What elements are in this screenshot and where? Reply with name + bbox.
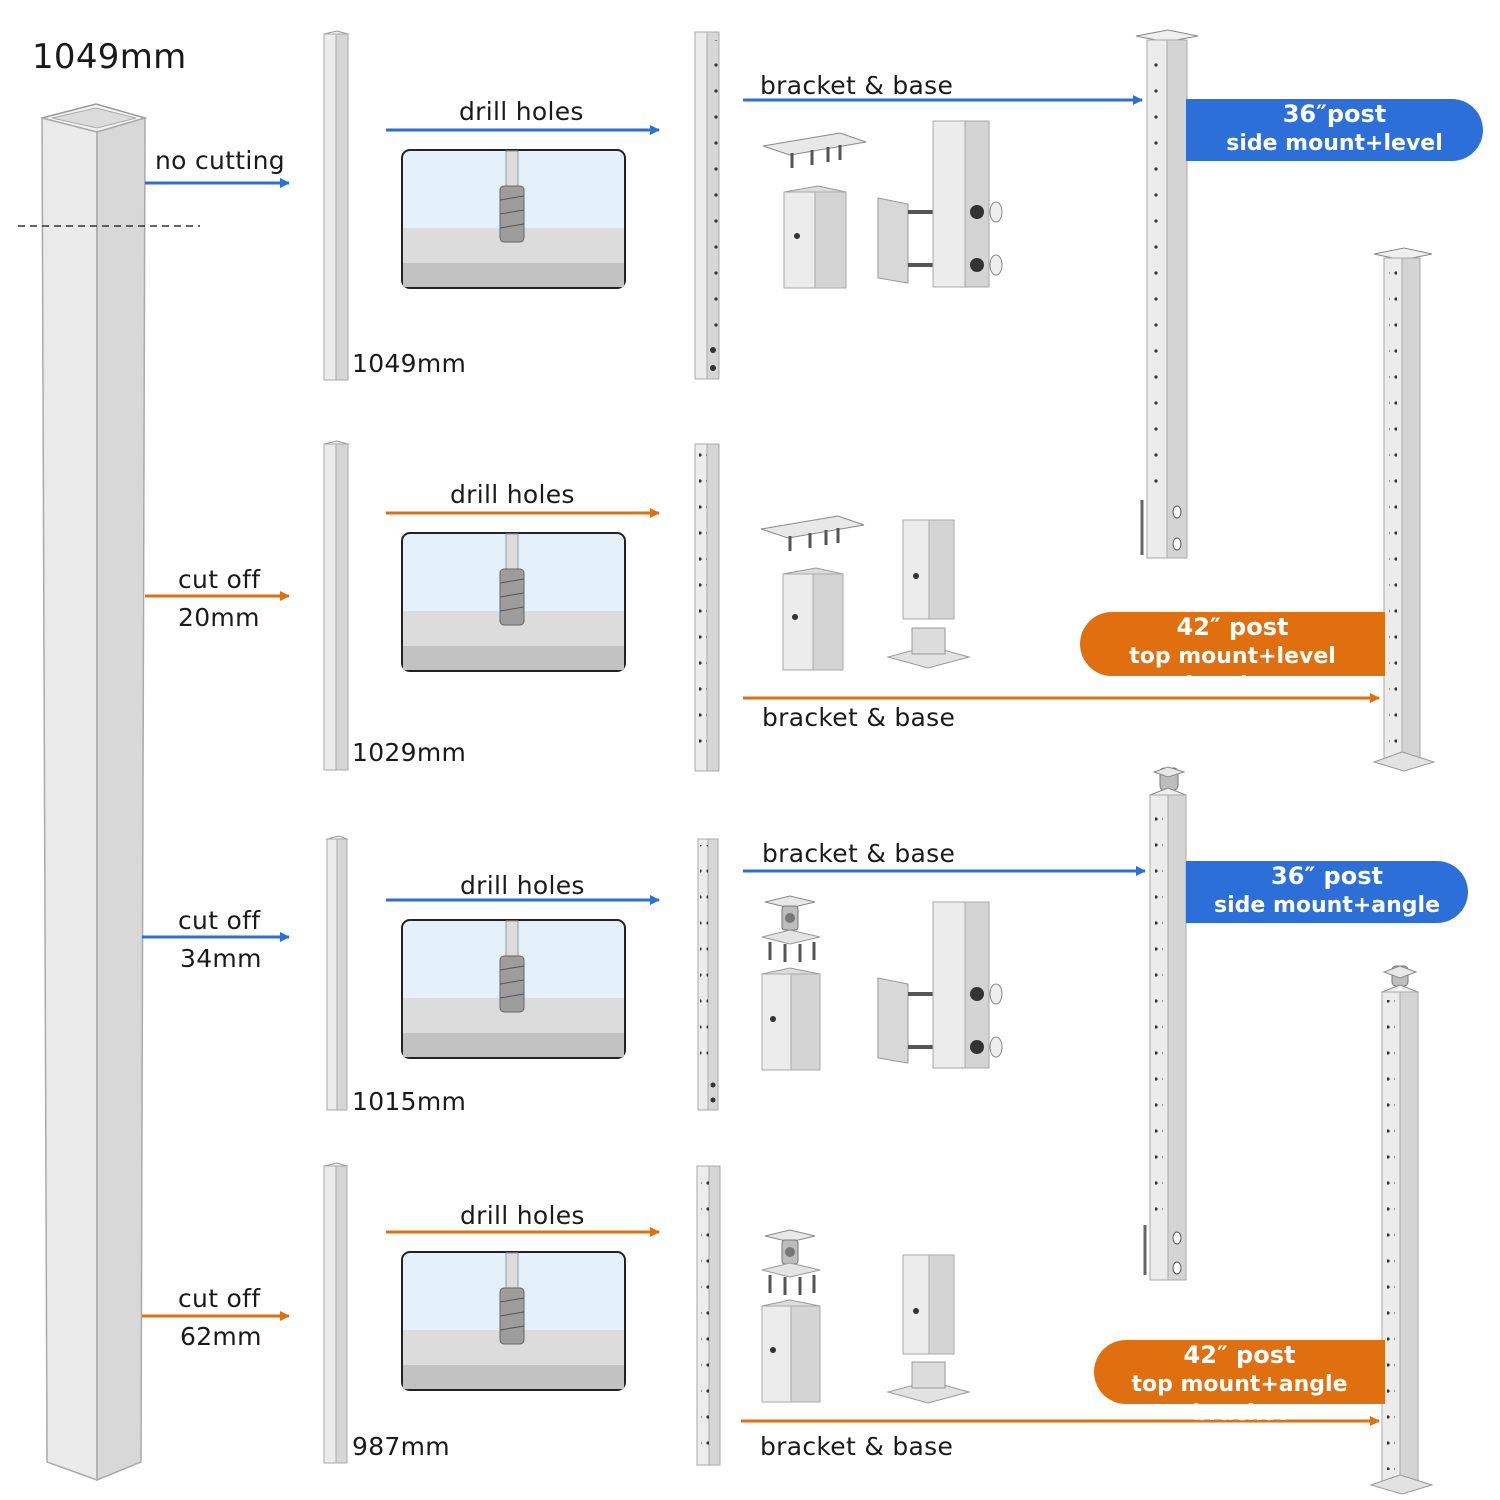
drilled-post-icon [694,31,720,380]
row1-drill-label: drill holes [459,97,584,126]
cut-post-icon [323,440,350,771]
hole-saw-icon [401,149,626,289]
row3-length-label: 1015mm [352,1087,467,1116]
row4-result-subtitle: top mount+angle bracket [1131,1372,1348,1426]
side-mount-icon [877,120,1003,288]
row2-bracket-label: bracket & base [762,703,956,732]
drilled-post-icon [697,838,719,1111]
row4-cut-amount: 62mm [180,1322,262,1351]
original-length-label: 1049mm [32,37,187,77]
row3-result-title: 36″ post [1271,862,1383,890]
finished-post-36-side-angle [1143,766,1188,1281]
finished-post-36-side-level [1135,29,1199,559]
top-mount-base-icon [886,1254,971,1404]
row1-bracket-label: bracket & base [760,71,954,100]
hole-saw-icon [401,1251,626,1391]
side-mount-icon [877,901,1003,1069]
row1-result-title: 36″post [1282,100,1387,128]
original-post-icon [41,103,148,1482]
row4-drill-label: drill holes [460,1201,585,1230]
row2-result-subtitle: top mount+level bracket [1129,644,1336,698]
row4-cut-label: cut off [178,1284,261,1313]
level-bracket-icon [762,132,867,289]
hole-saw-icon [401,919,626,1059]
row2-cut-label: cut off [178,565,261,594]
cut-post-icon [325,835,349,1111]
row4-bracket-label: bracket & base [760,1432,954,1461]
level-bracket-icon [760,515,865,671]
row3-cut-label: cut off [178,906,261,935]
drilled-post-icon [694,443,720,772]
row2-cut-amount: 20mm [178,603,260,632]
row2-result-title: 42″ post [1176,613,1289,641]
top-mount-base-icon [886,519,971,669]
row1-result-subtitle: side mount+level bracket [1226,131,1443,185]
row4-result-badge: 42″ post top mount+angle bracket [1094,1340,1385,1426]
row2-drill-label: drill holes [450,480,575,509]
finished-post-42-top-angle [1369,965,1434,1495]
row4-length-label: 987mm [352,1432,450,1461]
row2-result-badge: 42″ post top mount+level bracket [1080,612,1385,698]
row1-length-label: 1049mm [352,349,467,378]
row2-length-label: 1029mm [352,738,467,767]
row4-result-title: 42″ post [1183,1341,1296,1369]
row3-result-subtitle: side mount+angle bracket [1214,893,1440,947]
angle-bracket-icon [761,895,821,1071]
finished-post-42-top-level [1372,247,1436,772]
row3-result-badge: 36″ post side mount+angle bracket [1186,861,1468,947]
row1-result-badge: 36″post side mount+level bracket [1186,99,1483,185]
row3-bracket-label: bracket & base [762,839,956,868]
row3-cut-amount: 34mm [180,944,262,973]
cut-post-icon [323,30,350,381]
drilled-post-icon [696,1165,721,1466]
hole-saw-icon [401,532,626,672]
row1-cut-label: no cutting [155,146,285,175]
cut-post-icon [323,1162,349,1464]
angle-bracket-icon [761,1229,821,1403]
row3-drill-label: drill holes [460,871,585,900]
